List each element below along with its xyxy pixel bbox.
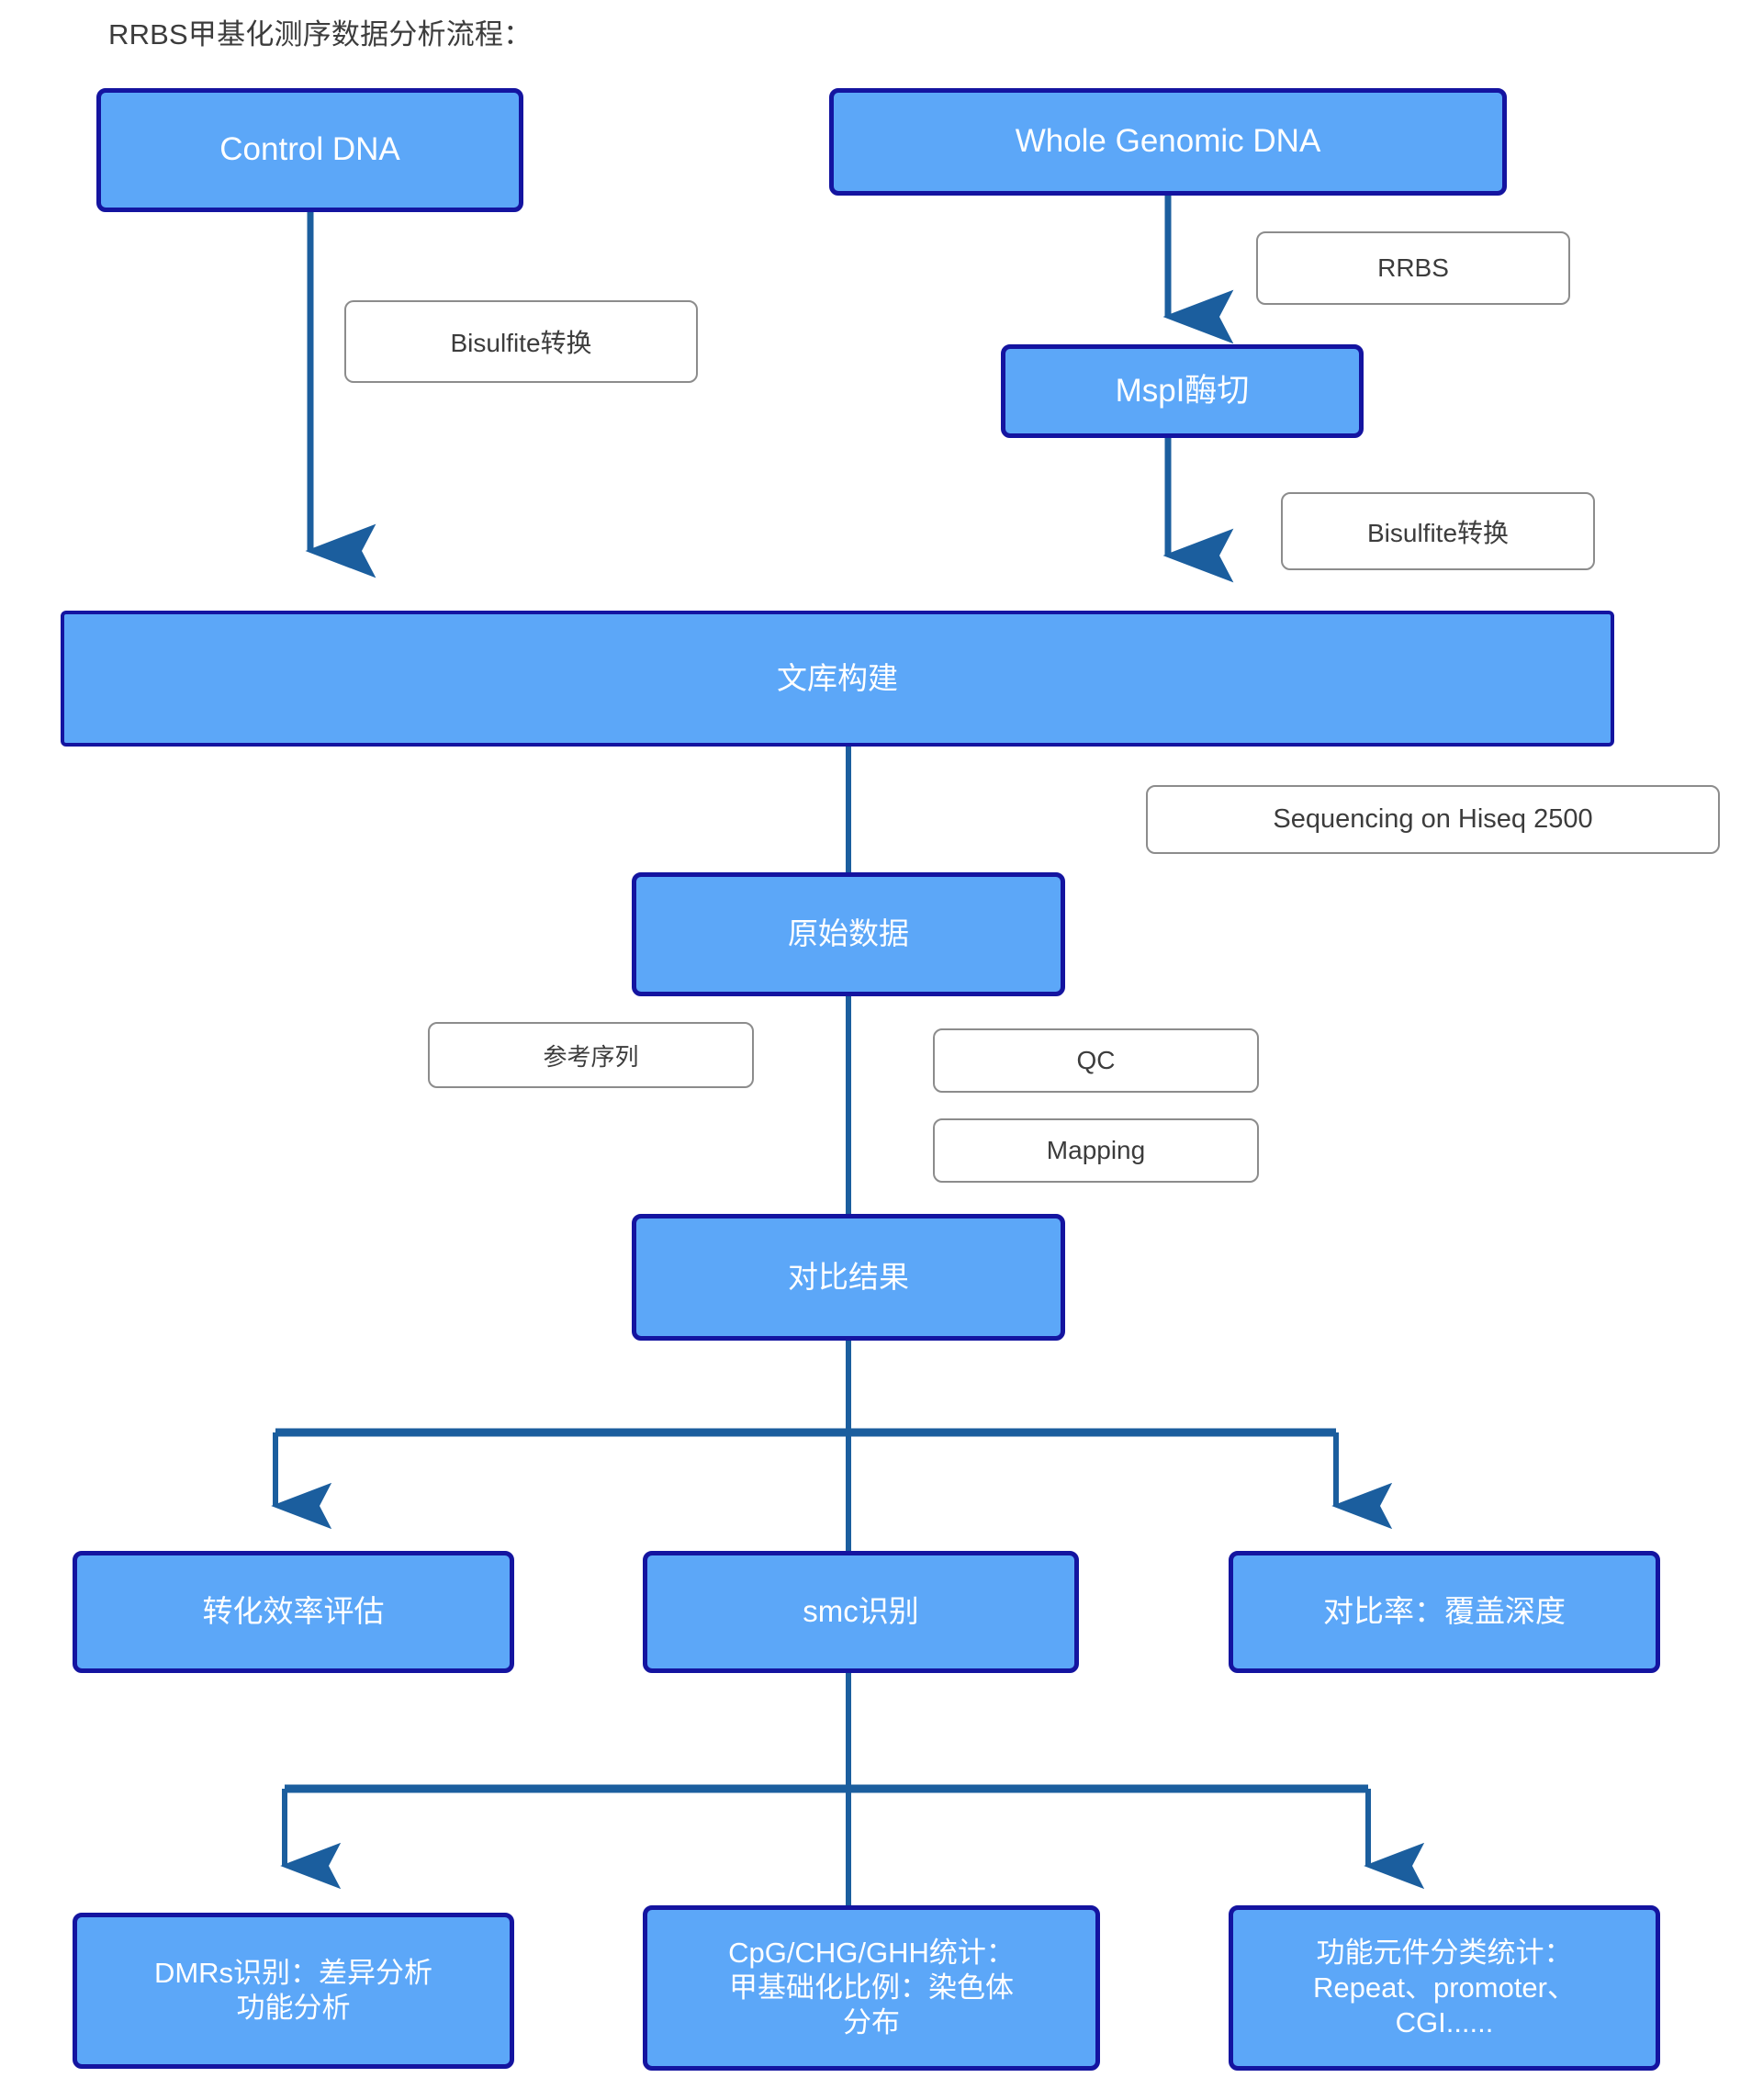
node-functional-elements[interactable]: 功能元件分类统计： Repeat、promoter、 CGI...... (1229, 1905, 1660, 2071)
label-rrbs[interactable]: RRBS (1256, 231, 1570, 305)
node-cpg-statistics[interactable]: CpG/CHG/GHH统计： 甲基础化比例：染色体 分布 (643, 1905, 1100, 2071)
node-control-dna[interactable]: Control DNA (96, 88, 523, 212)
label-reference-sequence[interactable]: 参考序列 (428, 1022, 754, 1088)
label-bisulfite-right[interactable]: Bisulfite转换 (1281, 492, 1595, 570)
node-smc-identification[interactable]: smc识别 (643, 1551, 1079, 1673)
label-sequencing-hiseq[interactable]: Sequencing on Hiseq 2500 (1146, 785, 1720, 854)
node-mspi-digestion[interactable]: MspI酶切 (1001, 344, 1364, 438)
node-raw-data[interactable]: 原始数据 (632, 872, 1065, 996)
node-dmrs-identification[interactable]: DMRs识别：差异分析 功能分析 (73, 1913, 514, 2069)
node-conversion-efficiency[interactable]: 转化效率评估 (73, 1551, 514, 1673)
page-title: RRBS甲基化测序数据分析流程： (108, 18, 533, 51)
label-qc[interactable]: QC (933, 1028, 1259, 1093)
node-library-prep[interactable]: 文库构建 (61, 611, 1614, 747)
node-alignment-result[interactable]: 对比结果 (632, 1214, 1065, 1341)
label-bisulfite-left[interactable]: Bisulfite转换 (344, 300, 698, 383)
node-mapping-rate[interactable]: 对比率：覆盖深度 (1229, 1551, 1660, 1673)
node-whole-genomic-dna[interactable]: Whole Genomic DNA (829, 88, 1507, 196)
label-mapping[interactable]: Mapping (933, 1118, 1259, 1183)
